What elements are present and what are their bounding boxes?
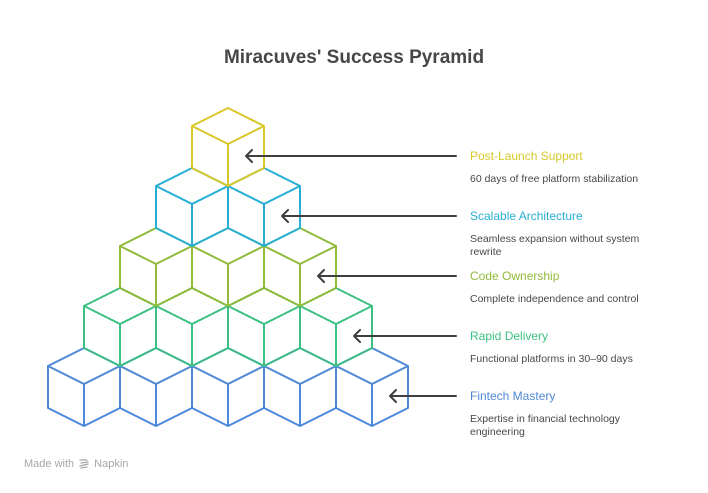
level-desc-rapid-delivery: Functional platforms in 30–90 days (470, 353, 633, 365)
arrow-left-icon (353, 329, 457, 343)
level-label-fintech-mastery: Fintech Mastery (470, 389, 556, 403)
napkin-watermark: Made with Napkin (24, 458, 128, 470)
made-with-text: Made with (24, 458, 75, 470)
level-label-scalable-architecture: Scalable Architecture (470, 209, 583, 223)
level-label-rapid-delivery: Rapid Delivery (470, 329, 549, 343)
arrow-left-icon (317, 269, 457, 283)
napkin-brand-text: Napkin (94, 458, 129, 470)
cube (191, 107, 265, 187)
level-label-post-launch-support: Post-Launch Support (470, 149, 583, 163)
level-desc-scalable-architecture: Seamless expansion without system rewrit… (470, 233, 640, 258)
level-label-code-ownership: Code Ownership (470, 269, 560, 283)
arrow-left-icon (389, 389, 457, 403)
level-desc-post-launch-support: 60 days of free platform stabilization (470, 173, 639, 185)
napkin-logo-icon (79, 459, 89, 469)
arrow-left-icon (245, 149, 457, 163)
diagram-title: Miracuves' Success Pyramid (223, 47, 485, 68)
level-desc-fintech-mastery: Expertise in financial technology engine… (470, 413, 621, 438)
level-desc-code-ownership: Complete independence and control (470, 293, 639, 305)
arrow-left-icon (281, 209, 457, 223)
